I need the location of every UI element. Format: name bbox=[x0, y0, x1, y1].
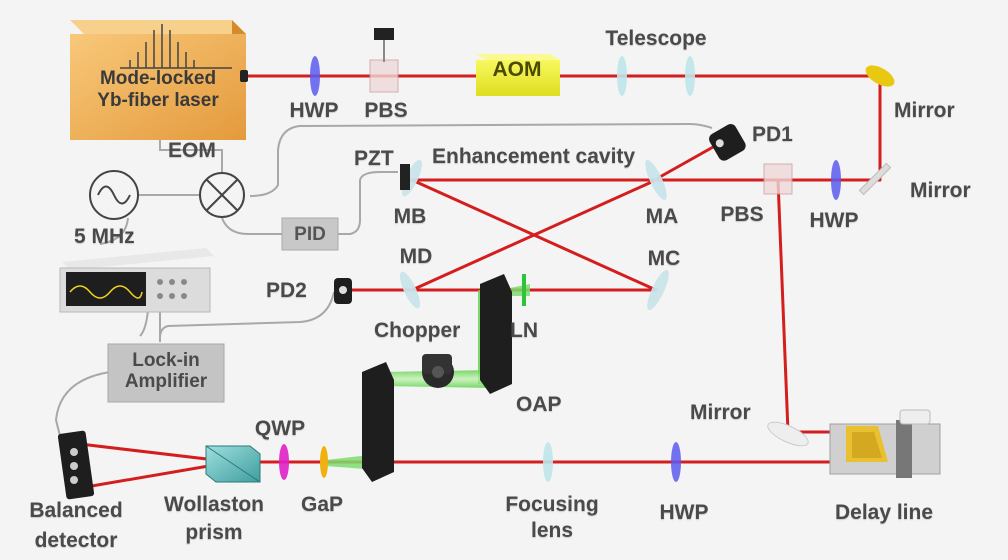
pbs-top-label: PBS bbox=[364, 99, 408, 122]
pzt-label: PZT bbox=[354, 147, 394, 170]
chopper-label: Chopper bbox=[374, 319, 461, 342]
eom-label: EOM bbox=[168, 139, 216, 162]
ln-crystal bbox=[522, 274, 526, 306]
mirror-right-label: Mirror bbox=[910, 179, 971, 202]
lockin-label-line1: Lock-in bbox=[132, 350, 200, 371]
ln-label: LN bbox=[510, 319, 538, 342]
laser-label-line1: Mode-locked bbox=[99, 68, 217, 89]
devices bbox=[57, 124, 941, 500]
mirror-mc bbox=[647, 269, 669, 311]
gap-crystal bbox=[320, 446, 328, 478]
hwp-top-label: HWP bbox=[289, 99, 339, 122]
focusing-lens-label-1: Focusing bbox=[505, 493, 599, 516]
beam-pbs-to-delay bbox=[776, 178, 790, 434]
balanced-detector-label-2: detector bbox=[34, 529, 118, 552]
lockin-amplifier-box bbox=[107, 343, 225, 403]
telescope-lens-1 bbox=[617, 56, 627, 96]
qwp-optic bbox=[279, 444, 289, 480]
md-label: MD bbox=[399, 245, 433, 268]
mirror-bottom-label: Mirror bbox=[690, 401, 751, 424]
beam-cavity-cross-2 bbox=[410, 178, 658, 292]
oscillator-icon bbox=[89, 170, 139, 220]
laser-label-line2: Yb-fiber laser bbox=[97, 90, 219, 112]
oap-upper bbox=[480, 274, 512, 394]
lockin-amplifier-label: Lock-in Amplifier bbox=[110, 350, 222, 393]
wire-osc-to-scope bbox=[99, 217, 129, 245]
wire-pid-to-pzt bbox=[338, 171, 398, 235]
pd1-label: PD1 bbox=[752, 123, 793, 146]
aom-box bbox=[476, 54, 560, 96]
pd2-label: PD2 bbox=[266, 279, 307, 302]
pd1-detector bbox=[709, 124, 746, 161]
delay-line-label: Delay line bbox=[834, 501, 934, 524]
mixer-icon bbox=[199, 172, 245, 218]
oscilloscope-device bbox=[59, 248, 214, 313]
balanced-detector-label-1: Balanced bbox=[29, 499, 123, 522]
signal-wires bbox=[54, 122, 713, 445]
hwp-right-optic bbox=[831, 160, 841, 200]
pzt-actuator bbox=[400, 164, 410, 190]
chopper-device bbox=[422, 354, 454, 388]
gap-label: GaP bbox=[300, 493, 344, 516]
delay-line-device bbox=[829, 409, 941, 478]
mb-label: MB bbox=[393, 205, 427, 228]
balanced-detector-device bbox=[57, 430, 95, 500]
laser-comb-icon bbox=[120, 24, 232, 69]
wire-scope-to-lockin-2 bbox=[139, 309, 149, 337]
wire-lockin-to-detector bbox=[54, 371, 111, 445]
focusing-lens-label-2: lens bbox=[530, 519, 574, 542]
pbs-top-beamdump bbox=[374, 28, 394, 40]
mirror-top-optic bbox=[865, 65, 895, 87]
wollaston-label-2: prism bbox=[185, 521, 243, 544]
focusing-lens-optic bbox=[543, 442, 553, 482]
oap-label: OAP bbox=[516, 393, 562, 416]
enhancement-cavity-label: Enhancement cavity bbox=[432, 145, 636, 168]
pid-label: PID bbox=[294, 224, 326, 245]
aom-label: AOM bbox=[492, 58, 542, 81]
wollaston-label-1: Wollaston bbox=[164, 493, 264, 516]
beam-ma-to-pd1 bbox=[656, 140, 724, 180]
pbs-top-optic bbox=[369, 59, 399, 93]
lockin-label-line2: Amplifier bbox=[124, 371, 208, 393]
laser-label: Mode-locked Yb-fiber laser bbox=[70, 68, 246, 113]
mirror-md bbox=[399, 271, 421, 309]
mc-label: MC bbox=[647, 247, 681, 270]
hwp-right-label: HWP bbox=[809, 209, 859, 232]
telescope-label: Telescope bbox=[605, 27, 707, 50]
laser-box bbox=[70, 20, 248, 140]
wire-mixer-to-eom bbox=[159, 140, 223, 172]
mirror-bottom-optic bbox=[767, 421, 809, 447]
wire-mixer-to-pid bbox=[221, 217, 282, 235]
pbs-right-label: PBS bbox=[720, 203, 764, 226]
frequency-label: 5 MHz bbox=[74, 225, 135, 248]
mirror-top-label: Mirror bbox=[894, 99, 955, 122]
hwp-top-optic bbox=[310, 56, 320, 96]
oap-lower bbox=[362, 362, 394, 482]
pid-box bbox=[281, 217, 339, 251]
qwp-label: QWP bbox=[254, 417, 306, 440]
ma-label: MA bbox=[645, 205, 679, 228]
optics bbox=[205, 28, 895, 483]
mirror-ma bbox=[645, 159, 667, 201]
wire-pd1-to-mixer bbox=[249, 122, 713, 197]
hwp-bottom-label: HWP bbox=[659, 501, 709, 524]
mirror-right-optic bbox=[858, 162, 892, 196]
telescope-lens-2 bbox=[685, 56, 695, 96]
hwp-bottom-optic bbox=[671, 442, 681, 482]
pbs-right-optic bbox=[763, 163, 793, 195]
